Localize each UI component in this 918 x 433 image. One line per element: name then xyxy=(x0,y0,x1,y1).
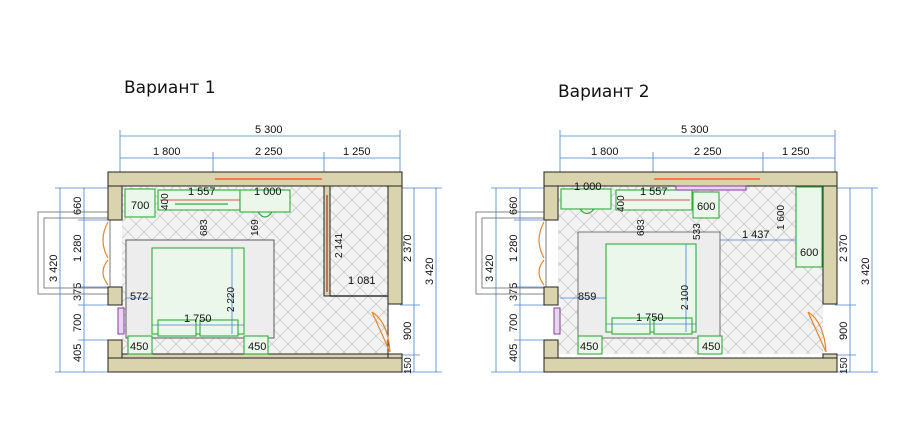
entrance-door xyxy=(807,311,827,353)
furniture-top xyxy=(560,185,823,268)
dim-right-upper: 2 370 xyxy=(838,234,850,262)
dim-seg-2: 2 250 xyxy=(694,146,722,158)
label-nightstand-left: 450 xyxy=(130,341,148,353)
label-bed-length: 2 100 xyxy=(680,285,691,310)
label-bed-width: 1 750 xyxy=(636,312,664,324)
furniture-top xyxy=(124,188,291,218)
dim-seg-1: 1 800 xyxy=(153,146,181,158)
variant-title: Вариант 1 xyxy=(124,78,216,98)
bed-area xyxy=(560,231,796,355)
label-tv-width: 1 557 xyxy=(640,186,668,198)
label-bed-side: 533 xyxy=(692,223,703,240)
balcony-door xyxy=(538,221,561,335)
label-bed-length: 2 220 xyxy=(226,287,237,312)
balcony-door xyxy=(102,221,125,335)
label-desk-width: 1 000 xyxy=(254,186,282,198)
label-nightstand-left: 450 xyxy=(580,341,598,353)
inner-labels: 700 400 1 557 1 000 683 169 2 141 1 081 … xyxy=(130,186,376,353)
label-desk-width: 1 000 xyxy=(574,181,602,193)
dim-left-seg-4: 700 xyxy=(508,314,520,332)
dim-right-bottom: 150 xyxy=(839,357,850,374)
dim-total-width: 5 300 xyxy=(255,124,283,136)
dim-left-total: 3 420 xyxy=(484,254,496,282)
left-dimensions: 3 420 660 1 280 375 700 405 xyxy=(484,187,545,373)
label-closet-width: 600 xyxy=(800,247,818,259)
dim-seg-2: 2 250 xyxy=(255,146,283,158)
dim-right-bottom: 150 xyxy=(403,357,414,374)
right-dimensions: 2 370 3 420 900 150 xyxy=(835,187,878,374)
label-cabinet-depth: 400 xyxy=(160,193,171,210)
dim-right-total: 3 420 xyxy=(860,257,872,285)
dim-total-width: 5 300 xyxy=(681,124,709,136)
dim-left-seg-2: 1 280 xyxy=(508,234,520,262)
dim-left-total: 3 420 xyxy=(48,254,60,282)
right-dimensions: 2 370 3 420 900 150 xyxy=(400,187,442,374)
balcony-outline xyxy=(37,211,111,295)
bed-area xyxy=(125,239,275,355)
dim-seg-3: 1 250 xyxy=(343,146,371,158)
dim-seg-3: 1 250 xyxy=(782,146,810,158)
dim-left-seg-1: 660 xyxy=(508,197,520,215)
dim-left-seg-5: 405 xyxy=(508,344,520,362)
plan-variant-2: Вариант 2 5 300 1 800 2 250 1 250 3 420 … xyxy=(475,82,878,374)
label-bed-left-gap: 572 xyxy=(130,291,148,303)
dim-right-total: 3 420 xyxy=(424,257,436,285)
dim-left-seg-4: 700 xyxy=(72,314,84,332)
entrance-door xyxy=(371,311,391,353)
top-dimensions: 5 300 1 800 2 250 1 250 xyxy=(559,124,836,180)
label-closet-height: 2 141 xyxy=(334,233,345,258)
label-tv-width: 1 557 xyxy=(188,186,216,198)
dim-seg-1: 1 800 xyxy=(591,146,619,158)
dim-right-upper: 2 370 xyxy=(402,234,414,262)
label-rug-gap: 683 xyxy=(199,219,210,236)
label-closet-width: 1 081 xyxy=(348,275,376,287)
label-bed-width: 1 750 xyxy=(184,313,212,325)
dim-right-lower: 900 xyxy=(402,322,414,340)
label-tv-depth: 400 xyxy=(616,195,627,212)
dim-left-seg-1: 660 xyxy=(72,197,84,215)
label-cabinet: 600 xyxy=(697,201,715,213)
label-rug-gap: 683 xyxy=(636,219,647,236)
label-nightstand-right: 450 xyxy=(702,341,720,353)
label-closet-height: 1 600 xyxy=(776,205,787,230)
label-nightstand-right: 450 xyxy=(248,341,266,353)
inner-labels: 1 000 400 1 557 600 683 533 1 437 1 600 … xyxy=(574,181,818,353)
dim-left-seg-5: 405 xyxy=(72,344,84,362)
label-closet-offset: 1 437 xyxy=(742,229,770,241)
plan-variant-1: Вариант 1 5 300 1 800 2 250 1 250 3 420 xyxy=(37,78,442,374)
closet-partition xyxy=(323,185,388,297)
label-bed-left-gap: 859 xyxy=(578,291,596,303)
top-dimensions: 5 300 1 800 2 250 1 250 xyxy=(119,124,401,180)
label-bed-side: 169 xyxy=(250,219,261,236)
left-dimensions: 3 420 660 1 280 375 700 405 xyxy=(48,187,110,373)
dim-left-seg-3: 375 xyxy=(508,283,520,301)
dim-left-seg-3: 375 xyxy=(72,283,84,301)
label-cabinet-a: 700 xyxy=(131,200,149,212)
balcony-outline xyxy=(475,211,547,295)
dim-left-seg-2: 1 280 xyxy=(72,234,84,262)
dim-right-lower: 900 xyxy=(838,322,850,340)
variant-title: Вариант 2 xyxy=(558,82,650,102)
